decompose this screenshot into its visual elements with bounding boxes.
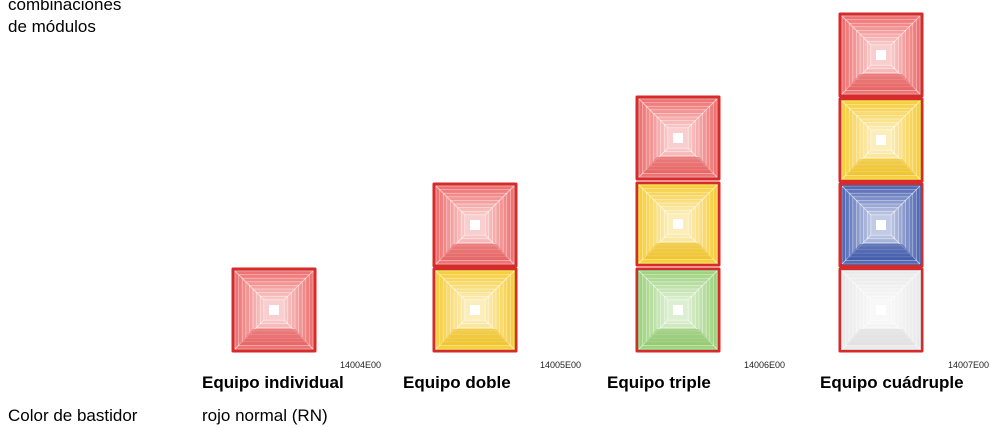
device-4-module-3 <box>838 182 924 268</box>
device-4-module-2 <box>838 97 924 183</box>
intro-line-1: combinaciones <box>8 0 122 14</box>
device-2-module-2 <box>432 267 518 353</box>
device-4-module-1 <box>838 12 924 98</box>
intro-line-2: de módulos <box>8 17 96 36</box>
device-3-code: 14006E00 <box>744 360 786 370</box>
frame-color-value: rojo normal (RN) <box>202 406 328 425</box>
device-2-module-1 <box>432 182 518 268</box>
intro-text: combinaciones de módulos <box>8 0 121 38</box>
module-yellow-lens <box>838 97 924 183</box>
device-2-title: Equipo doble <box>403 373 511 392</box>
frame-color-label: Color de bastidor <box>8 406 138 425</box>
module-yellow-lens <box>432 267 518 353</box>
module-red-lens <box>231 267 317 353</box>
device-3-module-1 <box>635 95 721 181</box>
device-1-code: 14004E00 <box>340 360 382 370</box>
device-1-module-1 <box>231 267 317 353</box>
module-white-lens <box>838 267 924 353</box>
device-3-module-3 <box>635 267 721 353</box>
module-green-lens <box>635 267 721 353</box>
module-red-lens <box>838 12 924 98</box>
device-3-title: Equipo triple <box>607 373 711 392</box>
device-1-title: Equipo individual <box>202 373 344 392</box>
module-blue-lens <box>838 182 924 268</box>
module-red-lens <box>635 95 721 181</box>
device-4-module-4 <box>838 267 924 353</box>
device-3-module-2 <box>635 181 721 267</box>
device-4-code: 14007E00 <box>948 360 990 370</box>
device-2-code: 14005E00 <box>540 360 582 370</box>
module-red-lens <box>432 182 518 268</box>
module-yellow-lens <box>635 181 721 267</box>
device-4-title: Equipo cuádruple <box>820 373 964 392</box>
